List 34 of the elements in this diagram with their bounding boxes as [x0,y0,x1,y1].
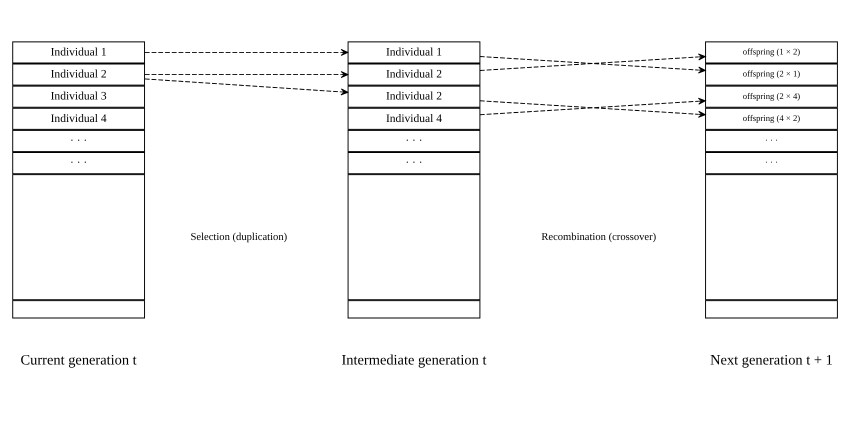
node-box: Individual 3 [12,85,146,108]
node-box: · · · [705,152,838,174]
arrow [480,56,706,74]
node-box: offspring (1 × 2) [705,40,838,63]
arrow [144,78,348,95]
node-box [348,300,480,318]
node-box: offspring (2 × 4) [705,85,838,108]
node-box [12,174,146,300]
arrow [144,70,348,78]
arrow [144,48,348,56]
node-box: · · · [348,152,480,174]
node-box [705,174,838,300]
arrow [480,52,706,70]
node-box: Individual 1 [12,40,146,63]
node-box: · · · [705,129,838,152]
node-box: Individual 4 [348,107,480,130]
node-box [12,300,146,318]
node-box: Individual 1 [348,40,480,63]
label: Current generation t [20,352,137,368]
node-box: Individual 4 [12,107,146,130]
node-box [705,300,838,318]
node-box: offspring (4 × 2) [705,107,838,130]
node-box: Individual 2 [348,85,480,108]
node-box: Individual 2 [348,63,480,86]
node-box: offspring (2 × 1) [705,63,838,86]
label: Recombination (crossover) [541,231,656,242]
node-box [348,174,480,300]
node-box: · · · [12,152,146,174]
label: Next generation t + 1 [710,352,833,368]
node-box: · · · [12,129,146,152]
label: Intermediate generation t [342,352,486,368]
node-box: · · · [348,129,480,152]
node-box: Individual 2 [12,63,146,86]
label: Selection (duplication) [190,231,288,242]
